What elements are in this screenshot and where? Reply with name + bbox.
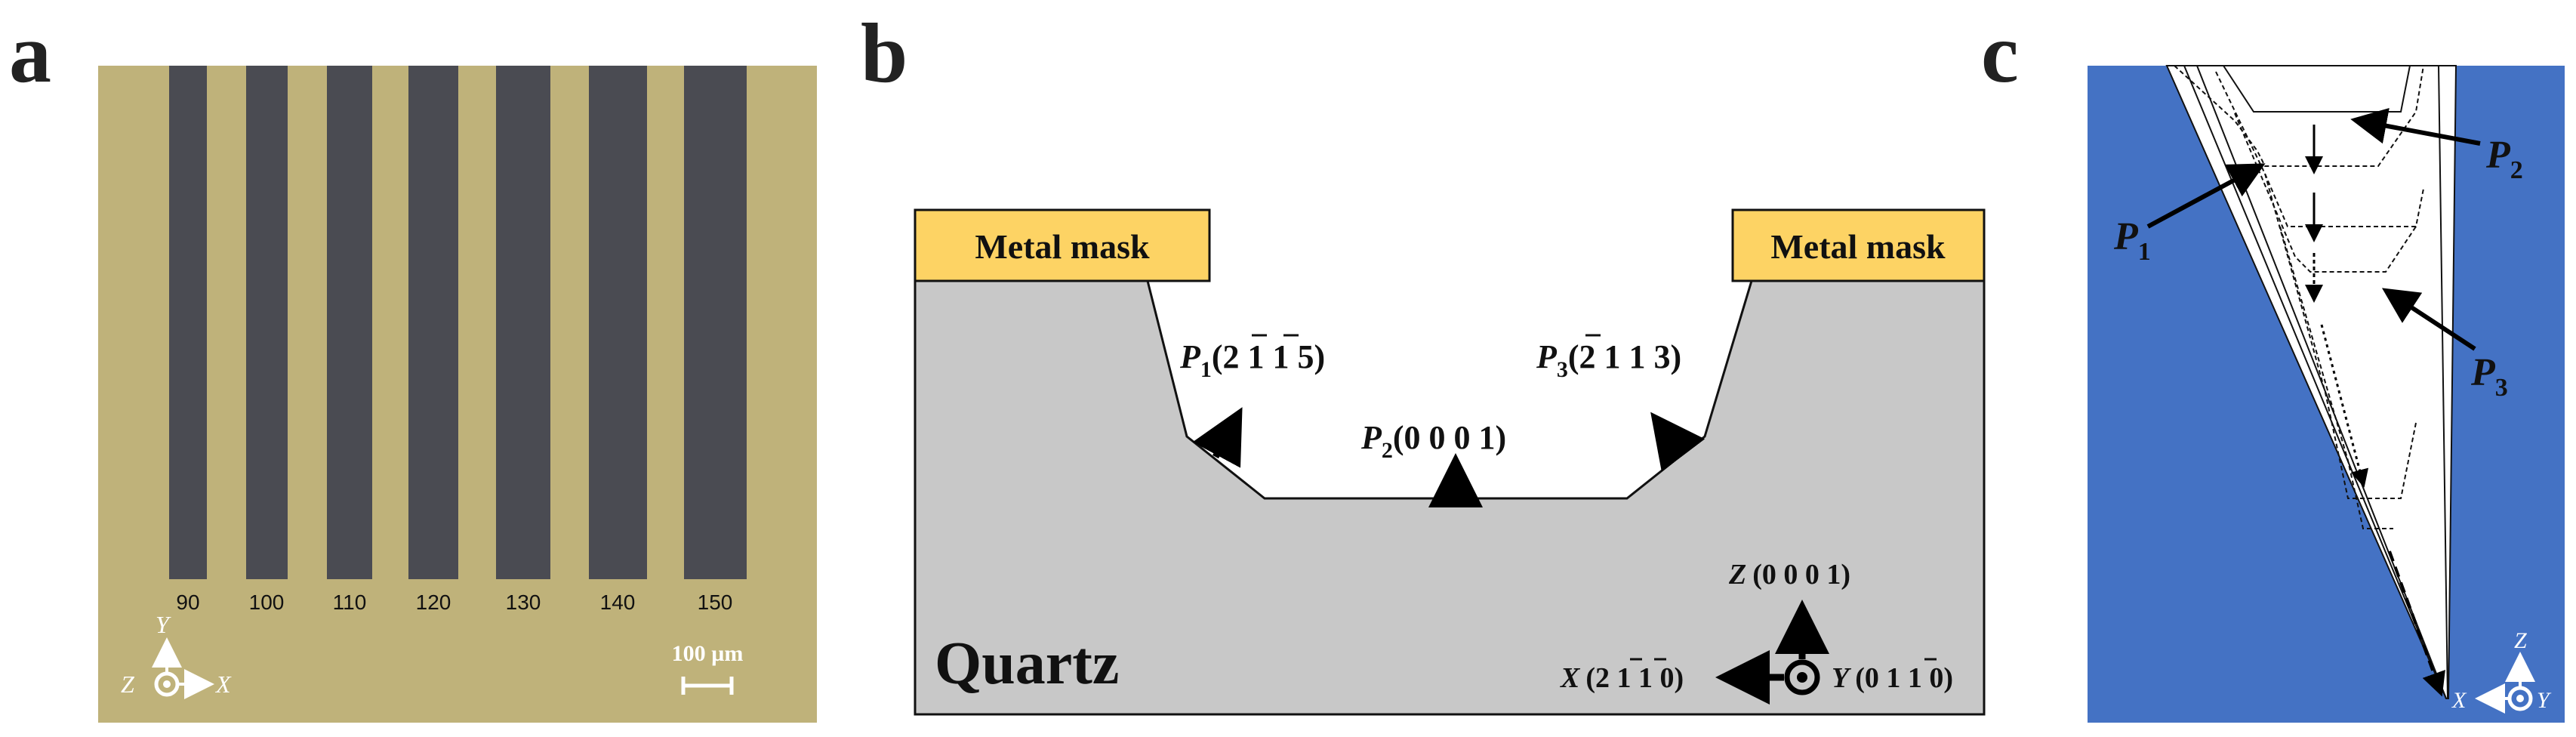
axes-indicator-c: Z X Y [2451, 628, 2552, 714]
trench-bar-150 [684, 66, 747, 579]
p2-label: P2(0 0 0 1) [1360, 419, 1506, 463]
panel-b: Metal mask Metal mask Quartz P1(2 1 1 5)… [914, 208, 1986, 716]
p3-pointer-arrow-icon [2381, 288, 2476, 351]
y-out-of-plane-icon [2507, 686, 2533, 711]
p3-label-c: P3 [2470, 351, 2508, 402]
axes-indicator-b: Z(0 0 0 1) X(2 1 1 0) Y(0 1 1 0) [1560, 559, 1953, 705]
panel-a-letter: a [9, 7, 51, 100]
p1-label-c: P1 [2113, 215, 2151, 266]
bar-label-110: 110 [333, 591, 367, 614]
trench-bar-140 [589, 66, 647, 579]
quartz-label: Quartz [935, 631, 1119, 697]
bar-label-140: 140 [600, 591, 636, 614]
bar-label-90: 90 [176, 591, 199, 614]
metal-mask-right-label: Metal mask [1770, 227, 1946, 266]
metal-mask-right [1731, 208, 1986, 282]
z-out-of-plane-icon [154, 671, 180, 697]
panel-c-letter: c [1981, 7, 2019, 100]
p1-normal-arrow-icon [1192, 407, 1243, 468]
etch-direction-arrow-icon [2320, 324, 2369, 488]
y-axis-letter: Y [156, 611, 171, 638]
p2-label-c: P2 [2485, 134, 2523, 184]
bar-label-100: 100 [249, 591, 285, 614]
panel-a: 90 100 110 120 130 140 150 100 µm Y X Z [98, 66, 817, 723]
trench-bar-120 [408, 66, 458, 579]
bar-label-120: 120 [416, 591, 451, 614]
p2-pointer-arrow-icon [2350, 108, 2481, 146]
x-axis-letter: X [214, 671, 232, 698]
z-axis-label: Z(0 0 0 1) [1728, 559, 1850, 591]
panel-c: P1 P2 P3 Z X Y [2088, 65, 2565, 723]
p3-normal-arrow-icon [1650, 412, 1706, 472]
p3-label: P3(2 1 1 3) [1536, 338, 1681, 382]
axes-indicator-a: Y X Z [121, 611, 232, 699]
z-axis-letter: Z [121, 671, 135, 698]
p1-label: P1(2 1 1 5) [1179, 338, 1325, 382]
z-axis-letter-c: Z [2514, 628, 2527, 653]
x-axis-label: X(2 1 1 0) [1560, 662, 1684, 694]
trench-bar-90 [169, 66, 207, 579]
trench-bar-100 [246, 66, 288, 579]
metal-mask-left-label: Metal mask [975, 227, 1150, 266]
metal-mask-left [914, 208, 1211, 282]
bar-label-150: 150 [698, 591, 733, 614]
y-axis-letter-c: Y [2537, 688, 2552, 713]
x-axis-letter-c: X [2451, 688, 2467, 713]
trench-bar-130 [496, 66, 550, 579]
panel-b-letter: b [861, 7, 907, 100]
y-axis-label: Y(0 1 1 0) [1832, 662, 1953, 694]
p1-pointer-arrow-icon [2146, 163, 2266, 229]
y-out-of-plane-icon [1784, 659, 1820, 695]
trench-bar-110 [327, 66, 372, 579]
scale-bar-label: 100 µm [672, 641, 744, 666]
bar-label-130: 130 [506, 591, 541, 614]
scale-bar [681, 677, 734, 695]
etch-direction-arrow-icon [2388, 550, 2445, 697]
